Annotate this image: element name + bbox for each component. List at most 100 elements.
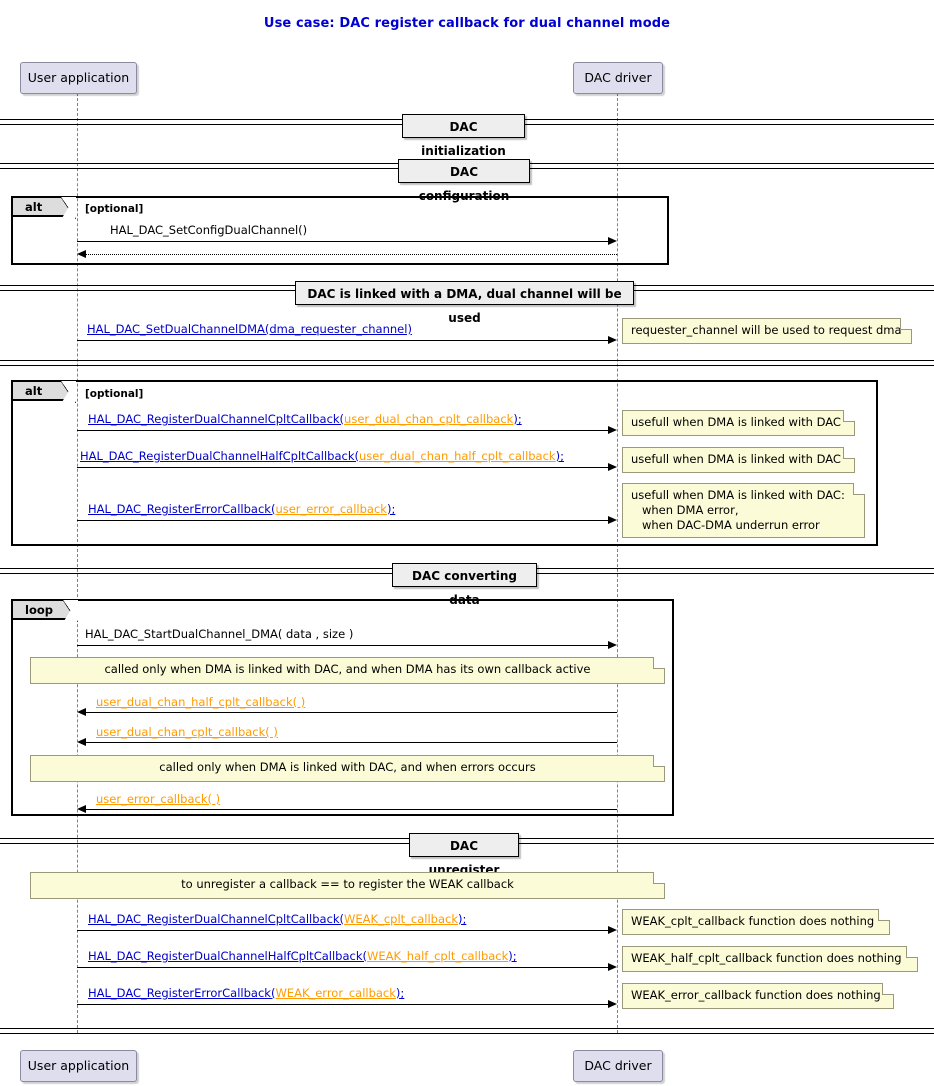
arrowhead-right-icon <box>608 962 617 971</box>
message-function-text[interactable]: HAL_DAC_RegisterDualChannelHalfCpltCallb… <box>88 949 367 963</box>
lifeline-dac-driver <box>617 93 618 1033</box>
participant-user-application-bottom[interactable]: User application <box>20 1050 137 1082</box>
note-text: WEAK_cplt_callback function does nothing <box>631 914 875 928</box>
fragment-guard-optional: [optional] <box>85 388 144 400</box>
message-callback-text[interactable]: user_dual_chan_half_cplt_callback( ) <box>96 695 306 709</box>
arrowhead-right-icon <box>608 640 617 649</box>
note-weak-cplt-does-nothing: WEAK_cplt_callback function does nothing <box>622 909 890 935</box>
fragment-alt-register-callbacks: alt <box>11 380 878 546</box>
separator-rule-top <box>0 1028 934 1029</box>
message-param-text[interactable]: user_dual_chan_cplt_callback <box>344 412 514 426</box>
note-usefull-dma-linked-2: usefull when DMA is linked with DAC <box>622 447 855 473</box>
arrowhead-right-icon <box>608 999 617 1008</box>
separator-dac-configuration: DAC configuration <box>398 159 530 203</box>
separator-rule-bottom <box>0 365 934 366</box>
message-label-weak-error-register: HAL_DAC_RegisterErrorCallback(WEAK_error… <box>88 986 404 1000</box>
note-fold-icon <box>653 872 665 884</box>
message-function-text[interactable]: HAL_DAC_RegisterErrorCallback( <box>88 502 276 516</box>
lifeline-user-application <box>77 93 78 1033</box>
message-param-text[interactable]: user_dual_chan_half_cplt_callback <box>358 449 556 463</box>
note-fold-icon <box>878 909 890 921</box>
note-text: called only when DMA is linked with DAC,… <box>159 760 536 774</box>
fragment-operator-label: loop <box>25 603 53 617</box>
message-return-dashed <box>86 254 617 255</box>
message-label-user-dual-chan-half-cplt-callback: user_dual_chan_half_cplt_callback( ) <box>96 695 305 709</box>
fragment-operator-tab: loop <box>13 600 78 622</box>
message-label-user-error-callback: user_error_callback( ) <box>96 792 220 806</box>
message-param-text[interactable]: WEAK_half_cplt_callback <box>366 949 509 963</box>
participant-label: DAC driver <box>584 70 652 85</box>
participant-label: User application <box>27 70 130 85</box>
message-function-text: HAL_DAC_SetConfigDualChannel() <box>110 223 308 237</box>
message-callback-text[interactable]: user_error_callback( ) <box>96 792 221 806</box>
note-unregister-equals-weak: to unregister a callback == to register … <box>30 872 665 899</box>
message-label-weak-cplt-register: HAL_DAC_RegisterDualChannelCpltCallback(… <box>88 912 466 926</box>
participant-label: DAC driver <box>584 1058 652 1073</box>
arrowhead-right-icon <box>608 425 617 434</box>
note-fold-icon <box>653 755 665 767</box>
message-function-text[interactable]: HAL_DAC_RegisterDualChannelCpltCallback( <box>88 412 345 426</box>
message-label-user-dual-chan-cplt-callback: user_dual_chan_cplt_callback( ) <box>96 725 278 739</box>
participant-dac-driver-top[interactable]: DAC driver <box>573 62 663 94</box>
note-fold-icon <box>900 318 912 330</box>
message-arrow-weak-cplt-register <box>77 930 610 931</box>
message-arrow-weak-half-cplt-register <box>77 967 610 968</box>
note-text: to unregister a callback == to register … <box>181 877 514 891</box>
message-arrow-registererrorcallback <box>77 520 610 521</box>
message-function-text[interactable]: HAL_DAC_RegisterDualChannelCpltCallback( <box>88 912 345 926</box>
note-text: usefull when DMA is linked with DAC <box>631 452 841 466</box>
separator-dac-linked-dma: DAC is linked with a DMA, dual channel w… <box>295 281 634 325</box>
participant-user-application-top[interactable]: User application <box>20 62 137 94</box>
fragment-alt-setconfig: alt <box>11 196 669 265</box>
note-text: usefull when DMA is linked with DAC: whe… <box>631 488 845 532</box>
message-suffix-text: ); <box>386 502 396 516</box>
message-label-registerdualchannelhalfcpltcallback: HAL_DAC_RegisterDualChannelHalfCpltCallb… <box>80 449 564 463</box>
note-fold-icon <box>653 657 665 669</box>
arrowhead-left-icon <box>77 737 86 746</box>
separator-dac-initialization: DAC initialization <box>402 114 525 158</box>
message-label-registererrorcallback: HAL_DAC_RegisterErrorCallback(user_error… <box>88 502 395 516</box>
fragment-operator-label: alt <box>25 200 43 214</box>
separator-rule-bottom <box>0 1033 934 1034</box>
message-function-text[interactable]: HAL_DAC_SetDualChannelDMA(dma_requester_… <box>87 322 412 336</box>
arrowhead-right-icon <box>608 462 617 471</box>
note-fold-icon <box>882 983 894 995</box>
message-suffix-text: ); <box>555 449 564 463</box>
fragment-operator-label: alt <box>25 384 43 398</box>
message-param-text[interactable]: WEAK_error_callback <box>275 986 396 1000</box>
message-arrow-setdualchanneldma <box>77 340 610 341</box>
arrowhead-left-icon <box>77 249 86 258</box>
separator-dac-unregister: DAC unregister <box>409 833 519 877</box>
message-suffix-text: ); <box>395 986 405 1000</box>
message-label-startdualchannel-dma: HAL_DAC_StartDualChannel_DMA( data , siz… <box>85 627 353 641</box>
fragment-operator-tab: alt <box>13 381 76 403</box>
participant-label: User application <box>27 1058 130 1073</box>
message-arrow-user-dual-chan-cplt-callback <box>86 742 617 743</box>
diagram-title: Use case: DAC register callback for dual… <box>263 16 671 31</box>
fragment-loop-converting: loop <box>11 599 674 816</box>
message-callback-text[interactable]: user_dual_chan_cplt_callback( ) <box>96 725 278 739</box>
arrowhead-right-icon <box>608 925 617 934</box>
message-param-text[interactable]: user_error_callback <box>275 502 387 516</box>
note-fold-icon <box>843 410 855 422</box>
message-arrow-registerdualchannelhalfcpltcallback <box>77 467 610 468</box>
arrowhead-right-icon <box>608 515 617 524</box>
message-function-text[interactable]: HAL_DAC_RegisterDualChannelHalfCpltCallb… <box>80 449 359 463</box>
message-param-text[interactable]: WEAK_cplt_callback <box>344 912 459 926</box>
note-called-only-dma-callback-active: called only when DMA is linked with DAC,… <box>30 657 665 684</box>
note-text: WEAK_half_cplt_callback function does no… <box>631 951 902 965</box>
separator-label: DAC is linked with a DMA, dual channel w… <box>307 287 622 325</box>
arrowhead-left-icon <box>77 804 86 813</box>
message-label-weak-half-cplt-register: HAL_DAC_RegisterDualChannelHalfCpltCallb… <box>88 949 517 963</box>
note-weak-error-does-nothing: WEAK_error_callback function does nothin… <box>622 983 894 1009</box>
note-fold-icon <box>906 946 918 958</box>
note-usefull-dma-linked-1: usefull when DMA is linked with DAC <box>622 410 855 436</box>
participant-dac-driver-bottom[interactable]: DAC driver <box>573 1050 663 1082</box>
separator-label: DAC initialization <box>421 120 506 158</box>
fragment-operator-tab: alt <box>13 197 76 219</box>
message-suffix-text: ); <box>508 949 517 963</box>
message-function-text[interactable]: HAL_DAC_RegisterErrorCallback( <box>88 986 276 1000</box>
note-usefull-dma-linked-error: usefull when DMA is linked with DAC: whe… <box>622 483 865 538</box>
note-fold-icon <box>853 483 865 495</box>
arrowhead-right-icon <box>608 236 617 245</box>
